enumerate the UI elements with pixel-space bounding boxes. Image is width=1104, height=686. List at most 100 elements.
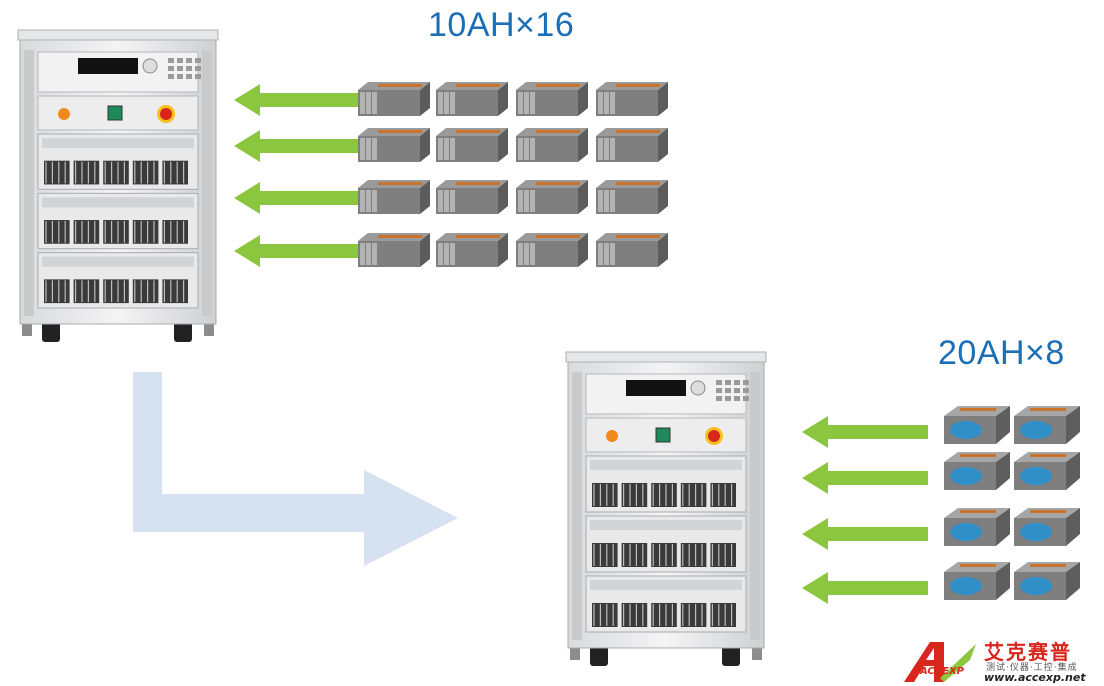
keypad-key — [725, 388, 731, 393]
keypad-key — [168, 66, 174, 71]
battery-pack-side — [498, 128, 508, 162]
battery-cell — [604, 190, 609, 212]
battery-terminal-strip — [456, 130, 500, 133]
cabinet-rail — [202, 50, 212, 316]
battery-cell — [360, 92, 365, 114]
cell-window — [950, 523, 982, 541]
logo-url: www.accexp.net — [984, 671, 1086, 684]
keypad-key — [743, 396, 749, 401]
leveling-foot — [570, 646, 580, 660]
keypad-key — [743, 388, 749, 393]
battery-cell — [438, 92, 443, 114]
vent-grille — [162, 279, 188, 304]
battery-pack-side — [578, 82, 588, 116]
battery-terminal-strip — [456, 235, 500, 238]
cell-window — [950, 467, 982, 485]
battery-terminal-strip — [378, 235, 422, 238]
battery-cell — [360, 243, 365, 265]
battery-cell — [610, 138, 615, 160]
battery-cell — [372, 190, 377, 212]
battery-module-side — [1066, 452, 1080, 490]
battery-cell — [604, 243, 609, 265]
vent-grille — [44, 220, 70, 244]
battery-module-side — [996, 508, 1010, 546]
vent-grille — [162, 220, 188, 244]
battery-cell — [524, 190, 529, 212]
test-cabinet-2 — [565, 351, 767, 666]
battery-cell — [530, 243, 535, 265]
power-switch — [107, 105, 123, 121]
battery-cell — [372, 243, 377, 265]
battery-module-side — [996, 562, 1010, 600]
keypad-key — [734, 380, 740, 385]
cell-window — [950, 577, 982, 595]
battery-cell — [444, 92, 449, 114]
keypad-key — [177, 66, 183, 71]
battery-terminal-strip — [536, 182, 580, 185]
charge-arrow — [234, 130, 360, 162]
keypad-key — [177, 58, 183, 63]
battery-terminal-strip — [378, 130, 422, 133]
keypad-key — [168, 58, 174, 63]
battery-cell — [604, 138, 609, 160]
battery-pack-side — [498, 180, 508, 214]
battery-cell — [372, 92, 377, 114]
module-label-strip — [590, 520, 742, 530]
vent-grille — [132, 220, 159, 244]
logo-name: 艾克赛普 — [984, 640, 1072, 664]
battery-cell — [450, 138, 455, 160]
battery-cell — [450, 190, 455, 212]
leveling-foot — [22, 322, 32, 336]
battery-pack-side — [420, 233, 430, 267]
battery-pack-side — [498, 82, 508, 116]
battery-terminal-strip — [378, 84, 422, 87]
battery-terminal-strip — [536, 130, 580, 133]
keypad-key — [195, 66, 201, 71]
control-knob — [690, 380, 706, 396]
keypad-key — [725, 380, 731, 385]
battery-cell — [598, 243, 603, 265]
battery-terminal-strip — [536, 84, 580, 87]
caster-wheel — [590, 644, 608, 666]
battery-cell — [530, 190, 535, 212]
caster-wheel — [722, 644, 740, 666]
caster-wheel — [174, 320, 192, 342]
cell-window — [950, 421, 982, 439]
keypad-key — [195, 74, 201, 79]
battery-module-side — [996, 452, 1010, 490]
accexp-logo: ACCEXP 艾克赛普 测试·仪器·工控·集成 www.accexp.net — [900, 636, 1100, 684]
caster-wheel — [42, 320, 60, 342]
keypad-key — [195, 58, 201, 63]
battery-terminal-strip — [1030, 408, 1066, 411]
keypad-key — [743, 380, 749, 385]
battery-group-10ah — [234, 82, 668, 267]
battery-cell — [610, 243, 615, 265]
module-label-strip — [42, 138, 194, 148]
battery-terminal-strip — [378, 182, 422, 185]
battery-pack-side — [658, 82, 668, 116]
cell-window — [1020, 577, 1052, 595]
battery-pack-side — [420, 180, 430, 214]
battery-group-20ah — [802, 406, 1080, 604]
battery-pack-side — [420, 82, 430, 116]
battery-pack-side — [498, 233, 508, 267]
lcd-display — [78, 58, 138, 74]
battery-terminal-strip — [1030, 510, 1066, 513]
battery-module-side — [1066, 406, 1080, 444]
label-20ah-x8: 20AH×8 — [938, 334, 1065, 372]
battery-cell — [438, 243, 443, 265]
charge-arrow — [234, 235, 360, 267]
keypad-key — [186, 74, 192, 79]
keypad-key — [734, 388, 740, 393]
battery-cell — [524, 243, 529, 265]
battery-cell — [450, 92, 455, 114]
keypad-key — [716, 388, 722, 393]
battery-cell — [518, 243, 523, 265]
battery-cell — [610, 92, 615, 114]
vent-grille — [103, 220, 129, 244]
battery-pack-side — [658, 180, 668, 214]
battery-terminal-strip — [616, 130, 660, 133]
battery-cell — [366, 138, 371, 160]
battery-terminal-strip — [960, 564, 996, 567]
